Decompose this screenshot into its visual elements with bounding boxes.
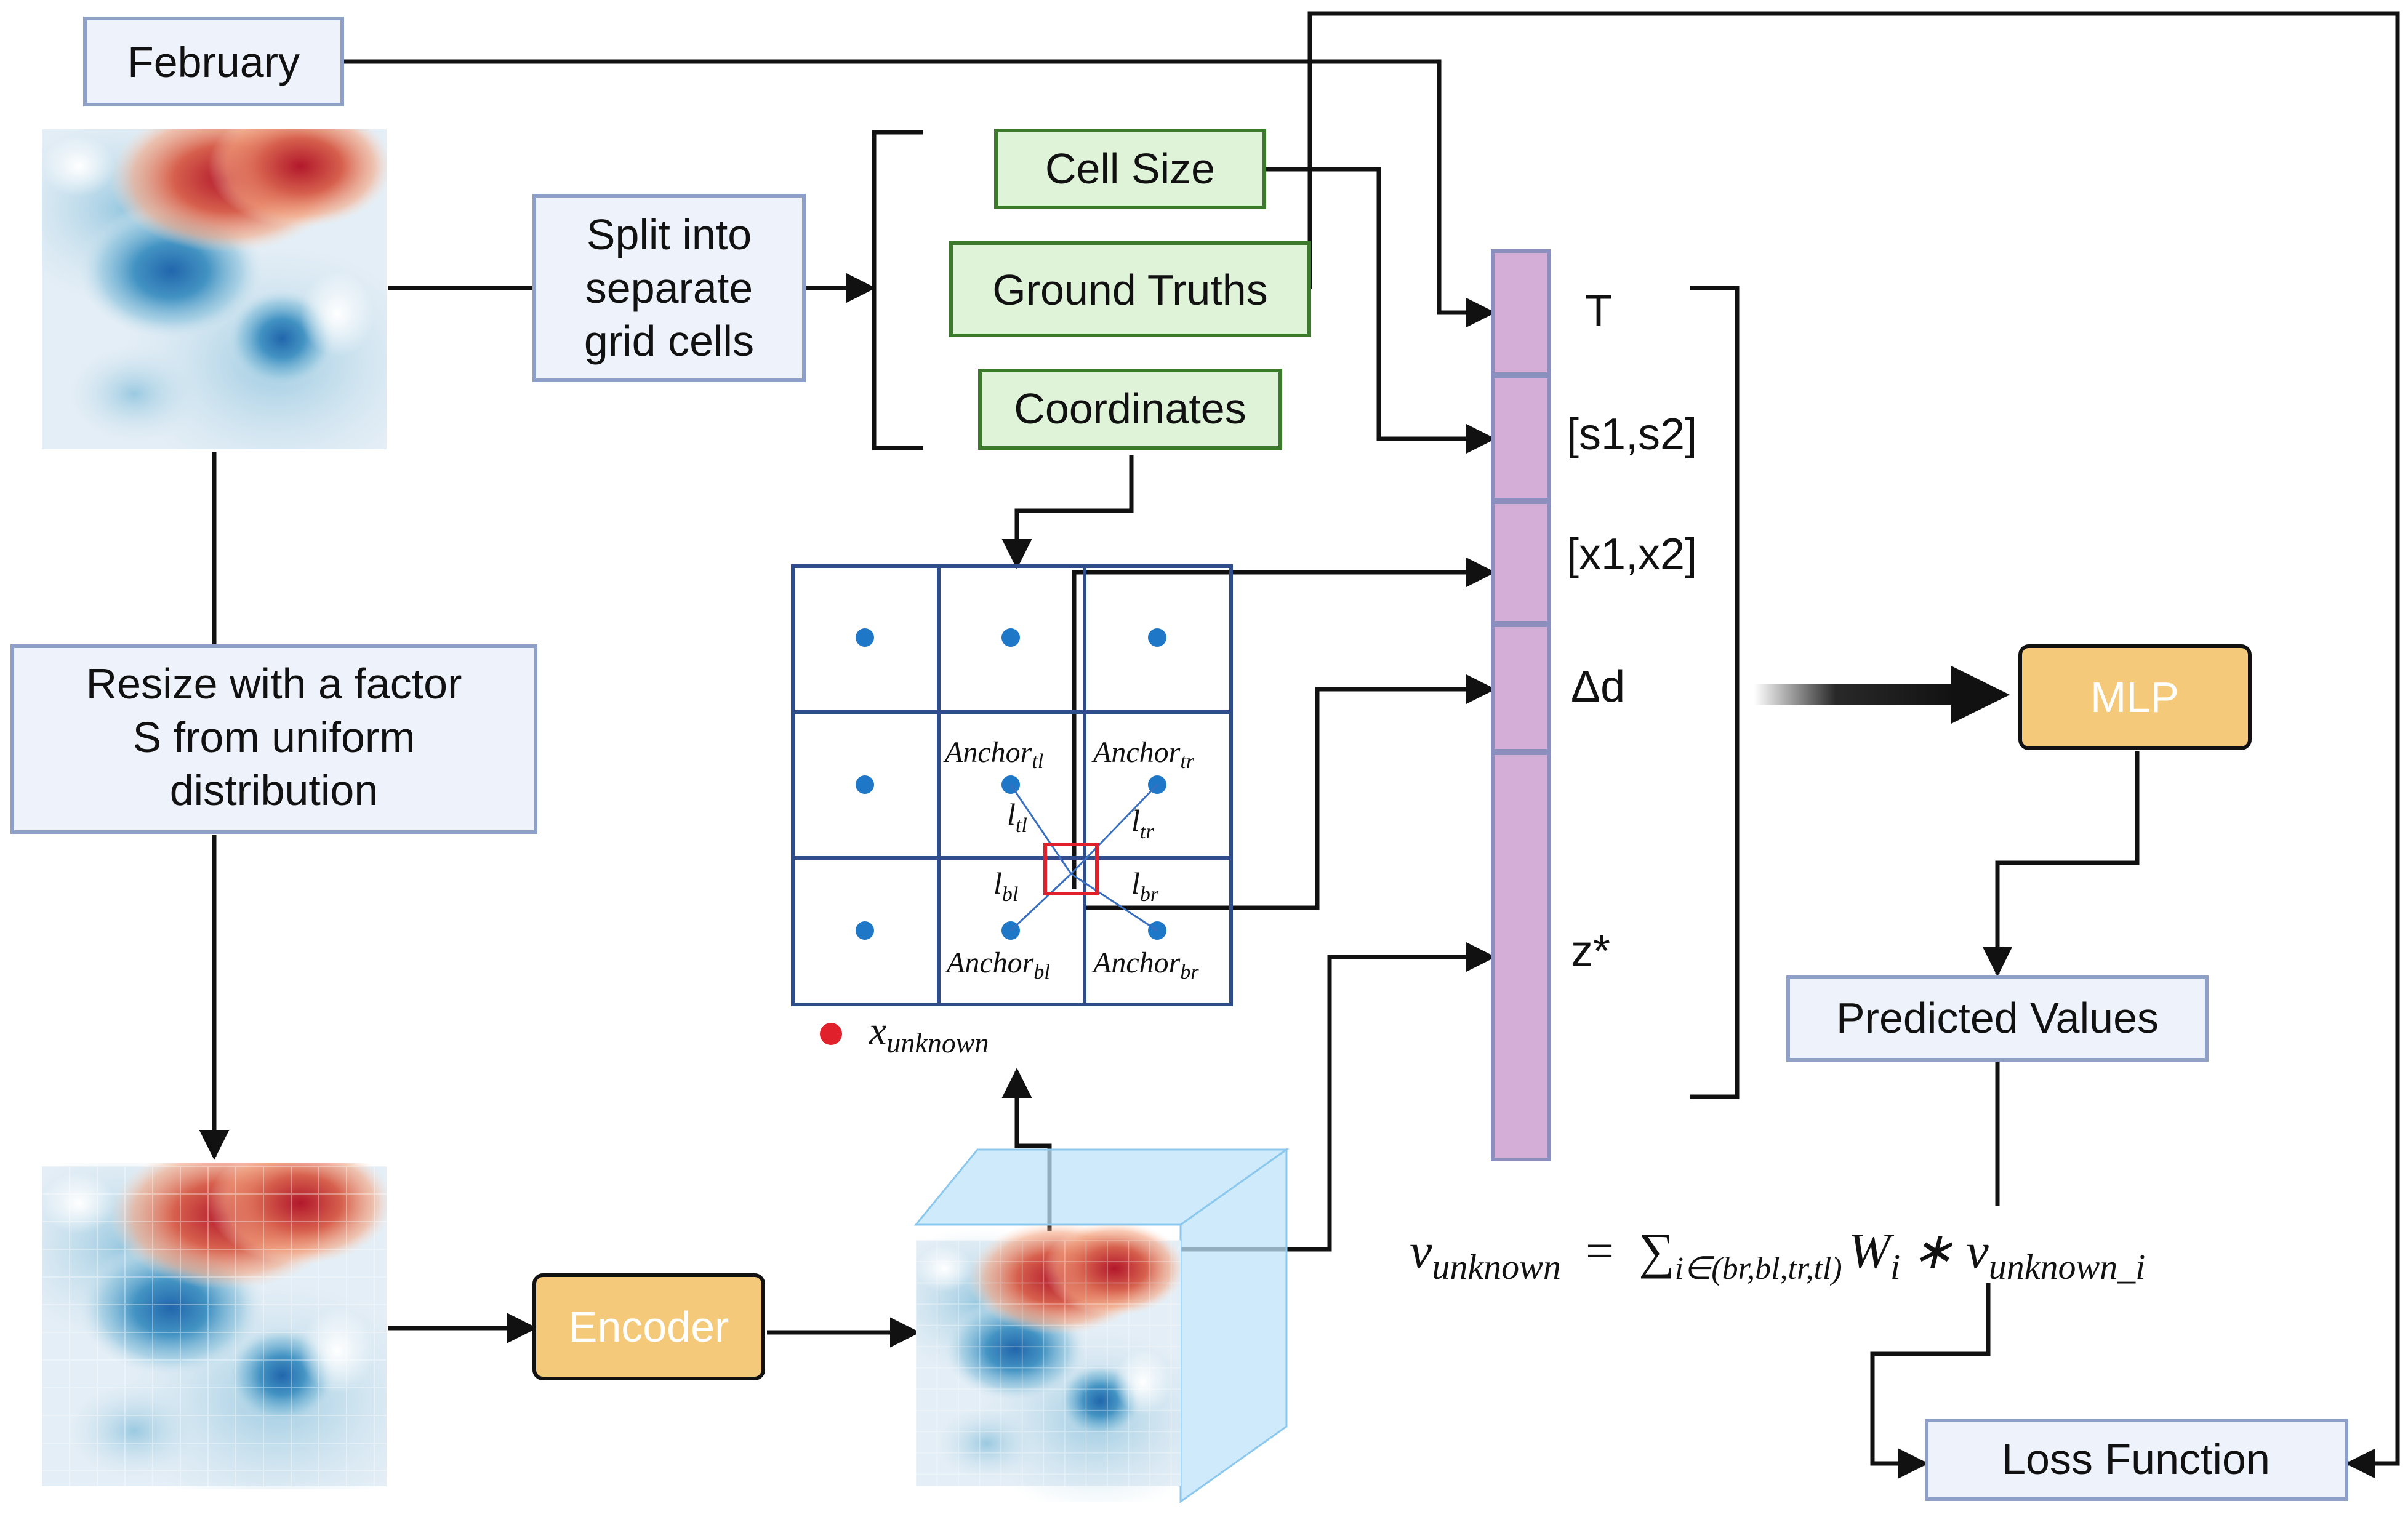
cell-size-label: Cell Size — [1045, 145, 1215, 193]
encoder-box: Encoder — [532, 1273, 765, 1380]
distance-tr-label: ltr — [1131, 803, 1154, 843]
coordinates-to-grid-arrow — [1001, 455, 1134, 569]
query-cell-highlight — [1043, 843, 1099, 895]
grid-center-dot — [856, 921, 874, 940]
anchor-tr-label: Anchortr — [1091, 736, 1195, 773]
groundtruth-to-loss-arrow — [1307, 11, 2400, 1479]
resize-label-line3: distribution — [170, 766, 379, 814]
mlp-label: MLP — [2090, 673, 2179, 721]
unknown-point-legend-dot — [820, 1023, 842, 1045]
predicted-values-label: Predicted Values — [1836, 994, 2159, 1042]
grid-center-dot — [856, 628, 874, 647]
distance-tl-label: ltl — [1007, 797, 1027, 837]
lowres-heatmap — [42, 1163, 387, 1489]
resize-label-line1: Resize with a factor — [86, 660, 462, 708]
ground-truths-label: Ground Truths — [992, 266, 1267, 314]
grid-center-dot — [1148, 628, 1166, 647]
unknown-point-legend-label: xunknown — [869, 1009, 989, 1059]
split-label-line2: separate — [585, 264, 753, 312]
vector-label-scale: [s1,s2] — [1567, 410, 1697, 459]
encoder-label: Encoder — [569, 1303, 729, 1351]
grid-center-dot — [856, 775, 874, 794]
split-label-line1: Split into — [587, 210, 752, 258]
vector-label-latent: z* — [1571, 927, 1610, 976]
resize-box: Resize with a factor S from uniform dist… — [10, 644, 537, 834]
month-label: February — [127, 38, 300, 86]
vector-to-mlp-arrow — [1754, 666, 2010, 724]
query-to-coords-arrow — [1072, 557, 1496, 889]
latent-cube — [913, 1148, 1290, 1503]
vector-label-coords: [x1,x2] — [1567, 530, 1697, 579]
formula-to-loss-arrow — [1870, 1283, 1991, 1479]
vector-segment-scale — [1491, 375, 1551, 502]
month-box: February — [83, 17, 344, 106]
interpolation-formula: vunknown=∑i∈(br,bl,tr,tl)Wi∗ vunknown_i — [1410, 1223, 2145, 1287]
month-to-t-arrow — [342, 59, 1496, 328]
distance-br-label: lbr — [1131, 866, 1159, 906]
anchor-tl-label: Anchortl — [943, 736, 1043, 773]
vector-segment-delta — [1491, 623, 1551, 753]
vector-segment-t — [1491, 249, 1551, 376]
anchor-br-label: Anchorbr — [1091, 947, 1199, 983]
cell-size-box: Cell Size — [994, 129, 1266, 209]
predicted-values-box: Predicted Values — [1786, 975, 2209, 1062]
left-bracket — [872, 130, 923, 450]
split-box: Split into separate grid cells — [532, 194, 806, 382]
anchor-bl-label: Anchorbl — [945, 947, 1050, 983]
resize-label-line2: S from uniform — [133, 713, 415, 761]
coordinates-box: Coordinates — [978, 369, 1282, 450]
mlp-to-predicted-arrow — [1982, 751, 2140, 977]
split-label-line3: grid cells — [584, 317, 754, 365]
anchor-grid: Anchortl Anchortr Anchorbl Anchorbr ltl … — [791, 564, 1233, 1059]
mlp-box: MLP — [2018, 644, 2252, 750]
loss-function-label: Loss Function — [2002, 1435, 2270, 1483]
feature-vector — [1491, 249, 1551, 1161]
ground-truths-box: Ground Truths — [949, 241, 1311, 337]
grid-center-dot — [1001, 628, 1020, 647]
cellsize-to-scale-arrow — [1264, 167, 1496, 454]
vector-segment-latent — [1491, 751, 1551, 1161]
vector-segment-coords — [1491, 500, 1551, 625]
input-heatmap — [42, 129, 387, 449]
coordinates-label: Coordinates — [1014, 385, 1246, 433]
loss-function-box: Loss Function — [1925, 1419, 2348, 1501]
distance-bl-label: lbl — [993, 866, 1018, 906]
vector-label-t: T — [1585, 287, 1612, 336]
grid-to-delta-arrow — [1083, 674, 1496, 910]
right-bracket — [1690, 286, 1740, 1099]
vector-label-delta: Δd — [1571, 662, 1625, 711]
